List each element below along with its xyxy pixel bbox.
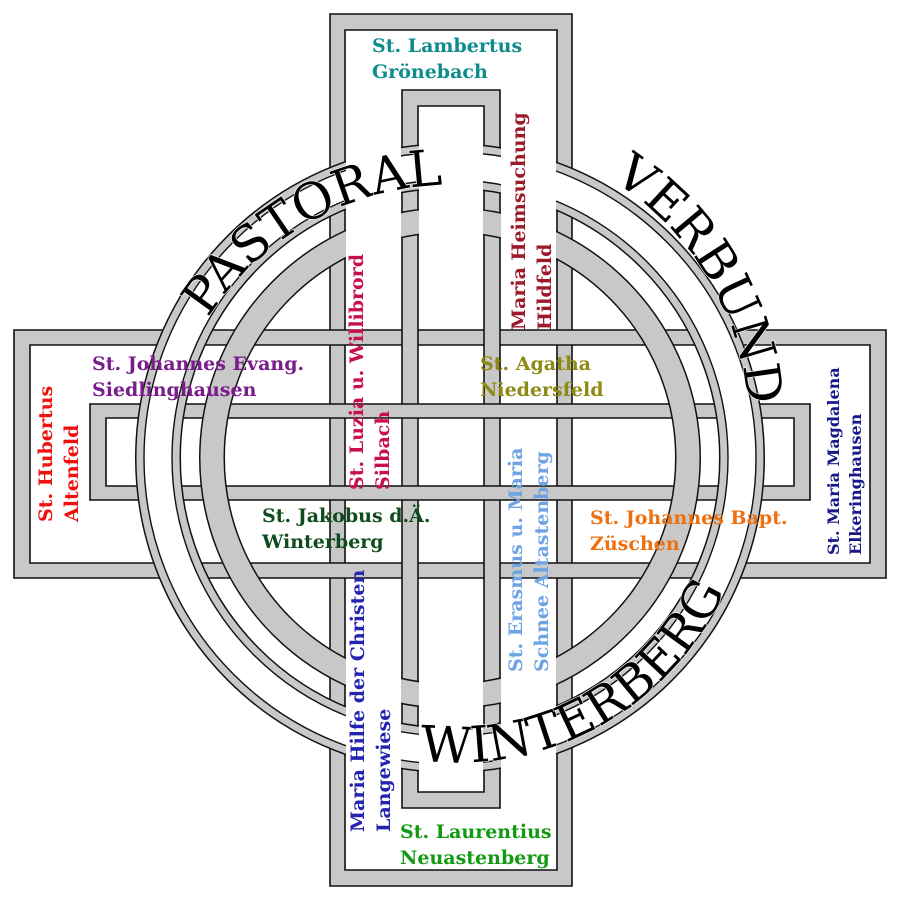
parish-labels: St. Lambertus Grönebach Maria Heimsuchun… bbox=[35, 35, 865, 869]
parish-langewiese: Maria Hilfe der Christen Langewiese bbox=[347, 563, 395, 832]
parish-altastenberg: St. Erasmus u. Maria Schnee Altastenberg bbox=[505, 441, 553, 672]
parish-silbach: St. Luzia u. Willibrord Silbach bbox=[346, 247, 394, 490]
outer-vertical-band bbox=[329, 13, 573, 887]
band-overlaps bbox=[31, 31, 869, 869]
inner-horizontal-band bbox=[89, 403, 811, 501]
parish-siedlinghausen: St. Johannes Evang. Siedlinghausen bbox=[92, 353, 311, 401]
parish-gronebach: St. Lambertus Grönebach bbox=[372, 35, 529, 83]
parish-elkeringhausen: St. Maria Magdalena Elkeringhausen bbox=[824, 362, 865, 555]
parish-niedersfeld: St. Agatha Niedersfeld bbox=[480, 353, 604, 401]
parish-zuschen: St. Johannes Bapt. Züschen bbox=[590, 507, 794, 555]
ring-word-right: VERBUND bbox=[605, 142, 795, 407]
parish-altenfeld: St. Hubertus Altenfeld bbox=[35, 379, 83, 523]
parish-winterberg: St. Jakobus d.Ä. Winterberg bbox=[261, 504, 437, 553]
parish-hildfeld: Maria Heimsuchung Hildfeld bbox=[508, 106, 556, 330]
outer-horizontal-band bbox=[13, 329, 887, 579]
parish-neuastenberg: St. Laurentius Neuastenberg bbox=[400, 821, 558, 869]
